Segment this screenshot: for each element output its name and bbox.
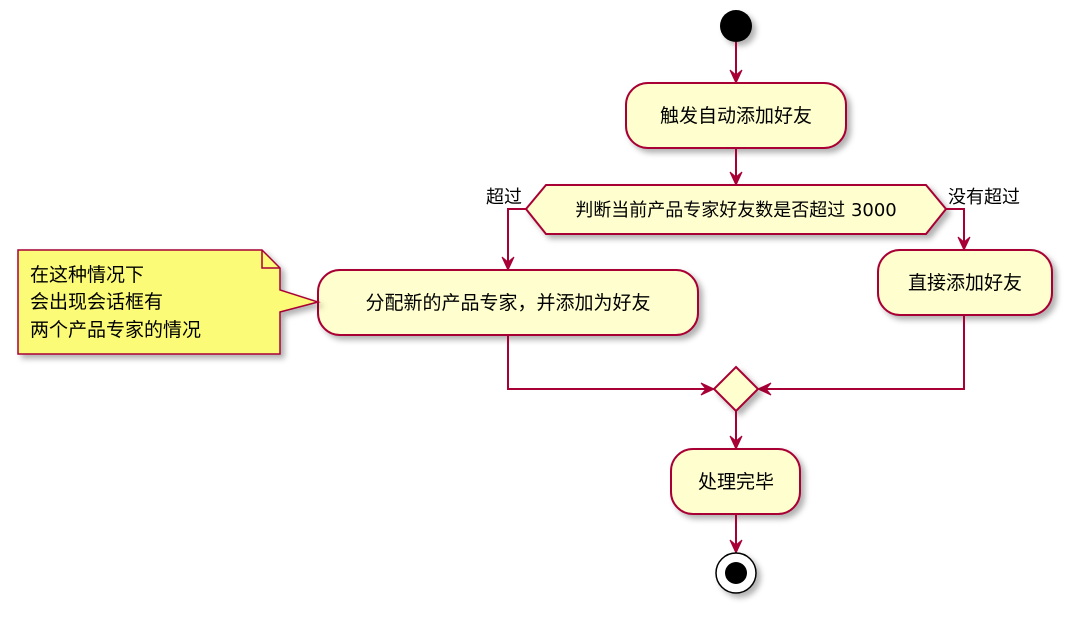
edge-decision-direct	[946, 208, 971, 252]
note: 在这种情况下 会出现会话框有 两个产品专家的情况	[17, 249, 321, 355]
edge-assign-merge	[507, 335, 716, 396]
start-node	[720, 10, 752, 42]
edge-start-trigger	[729, 42, 743, 85]
edge-trigger-decision	[729, 148, 743, 187]
branch-yes-label: 超过	[486, 187, 522, 208]
activity-direct-add-label: 直接添加好友	[908, 272, 1022, 294]
note-line: 两个产品专家的情况	[30, 319, 201, 341]
activity-assign: 分配新的产品专家，并添加为好友	[317, 269, 699, 336]
branch-no-label: 没有超过	[948, 187, 1020, 208]
activity-assign-label: 分配新的产品专家，并添加为好友	[365, 292, 650, 314]
note-line: 会出现会话框有	[30, 291, 163, 313]
activity-done-label: 处理完毕	[698, 471, 774, 493]
edge-decision-assign	[501, 208, 526, 272]
activity-done: 处理完毕	[670, 448, 801, 515]
edge-done-end	[729, 514, 743, 555]
decision-node: 判断当前产品专家好友数是否超过 3000	[524, 184, 948, 235]
decision-label: 判断当前产品专家好友数是否超过 3000	[575, 200, 897, 221]
edge-direct-merge	[756, 315, 965, 396]
activity-trigger: 触发自动添加好友	[625, 82, 847, 149]
activity-trigger-label: 触发自动添加好友	[660, 105, 812, 127]
note-line: 在这种情况下	[30, 264, 144, 286]
edge-merge-done	[729, 411, 743, 451]
activity-direct-add: 直接添加好友	[877, 249, 1053, 316]
merge-node	[712, 365, 760, 413]
end-node	[715, 552, 757, 594]
